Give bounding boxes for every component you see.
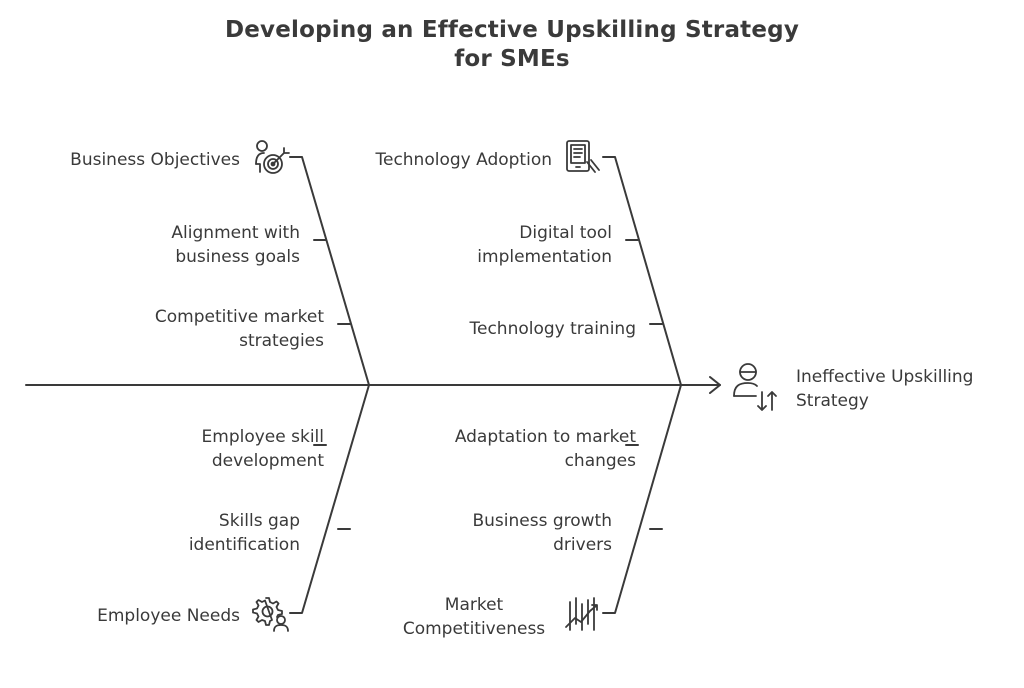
category-market-competitiveness: Market Competitiveness: [392, 593, 556, 641]
cause-business-growth: Business growth drivers: [400, 509, 612, 557]
cause-adaptation-line-2: changes: [564, 451, 636, 471]
cause-growth-line-2: drivers: [553, 535, 612, 555]
spine-arrowhead: [709, 376, 721, 394]
effect-line-1: Ineffective Upskilling: [796, 367, 974, 387]
bone-technology-adoption: [602, 156, 682, 386]
cause-competitive-line-2: strategies: [239, 331, 324, 351]
cause-competitive-line-1: Competitive market: [154, 307, 324, 327]
tablet-document-icon: [566, 140, 600, 173]
cause-skills-gap-line-2: identification: [188, 535, 300, 555]
cause-employee-skill: Employee skill development: [100, 425, 324, 473]
cause-growth-line-1: Business growth: [472, 511, 612, 531]
title-line-2: for SMEs: [454, 46, 570, 72]
person-target-icon: [255, 140, 290, 174]
diagram-title: Developing an Effective Upskilling Strat…: [0, 16, 1024, 74]
cause-competitive-market: Competitive market strategies: [84, 305, 324, 353]
cause-skills-gap: Skills gap identification: [100, 509, 300, 557]
cause-employee-skill-line-1: Employee skill: [201, 427, 324, 447]
cause-adaptation: Adaptation to market changes: [376, 425, 636, 473]
category-business-objectives: Business Objectives: [70, 150, 240, 170]
category-technology-adoption: Technology Adoption: [375, 150, 552, 170]
cause-alignment-line-1: Alignment with: [171, 223, 300, 243]
bone-business-objectives: [289, 156, 370, 386]
title-line-1: Developing an Effective Upskilling Strat…: [224, 17, 800, 43]
category-market-line-1: Market: [444, 595, 504, 615]
gear-person-icon: [252, 597, 289, 632]
cause-technology-training: Technology training: [396, 317, 637, 341]
effect-line-2: Strategy: [796, 391, 869, 411]
cause-alignment-line-2: business goals: [175, 247, 300, 267]
cause-training-line-1: Technology training: [469, 319, 637, 339]
cause-alignment: Alignment with business goals: [100, 221, 300, 269]
bone-employee-needs: [289, 384, 370, 614]
cause-employee-skill-line-2: development: [211, 451, 324, 471]
effect-label: Ineffective Upskilling Strategy: [796, 365, 1011, 413]
growth-chart-icon: [565, 597, 598, 631]
cause-skills-gap-line-1: Skills gap: [218, 511, 300, 531]
person-arrows-icon: [733, 363, 777, 411]
category-market-line-2: Competitiveness: [402, 619, 546, 639]
cause-adaptation-line-1: Adaptation to market: [454, 427, 636, 447]
bone-market-competitiveness: [602, 384, 682, 614]
category-employee-needs: Employee Needs: [97, 606, 240, 626]
cause-digital-line-1: Digital tool: [519, 223, 612, 243]
cause-digital-line-2: implementation: [477, 247, 612, 267]
cause-digital-tool: Digital tool implementation: [410, 221, 612, 269]
